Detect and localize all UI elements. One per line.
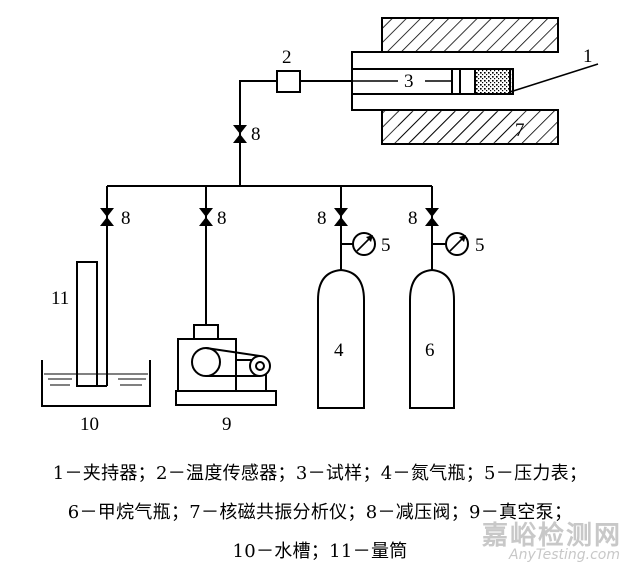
label-vacuum-pump: 9 [222,414,232,435]
label-valve-top: 8 [251,124,261,145]
watermark-url: AnyTesting.com [509,547,620,563]
label-gauge-methane: 5 [475,235,485,256]
core-holder [351,51,599,111]
label-nmr: 7 [515,120,525,141]
valve-tank [100,208,114,226]
label-valve-nitrogen: 8 [317,208,327,229]
gauge-nitrogen [352,232,376,256]
label-gauge-nitrogen: 5 [381,235,391,256]
graduated-cylinder [76,261,107,387]
legend-line-2: 6－甲烷气瓶；7－核磁共振分析仪；8－减压阀；9－真空泵； [67,502,573,523]
label-nitrogen-cylinder: 4 [334,340,344,361]
gauge-methane [445,232,469,256]
valve-pump [199,208,213,226]
vacuum-pump [175,324,277,406]
label-methane-cylinder: 6 [425,340,435,361]
nitrogen-cylinder [317,268,365,409]
label-valve-methane: 8 [408,208,418,229]
legend-line-3: 10－水槽；11－量筒 [232,541,408,562]
valve-methane [425,208,439,226]
nmr-magnet [381,17,559,145]
label-valve-tank: 8 [121,208,131,229]
label-water-tank: 10 [80,414,99,435]
valve-nitrogen [334,208,348,226]
label-holder: 1 [583,46,593,67]
methane-cylinder [409,268,455,409]
label-temp-sensor: 2 [282,47,292,68]
legend-line-1: 1－夹持器；2－温度传感器；3－试样；4－氮气瓶；5－压力表； [52,463,588,484]
label-graduated-cylinder: 11 [51,288,69,309]
label-sample: 3 [404,71,414,92]
valve-top [233,125,247,143]
label-valve-pump: 8 [217,208,227,229]
apparatus-diagram: 2 3 1 7 8 8 8 8 8 5 5 4 6 11 10 9 [41,17,599,435]
watermark-text: 嘉峪检测网 [481,521,622,551]
temperature-sensor [276,70,301,93]
